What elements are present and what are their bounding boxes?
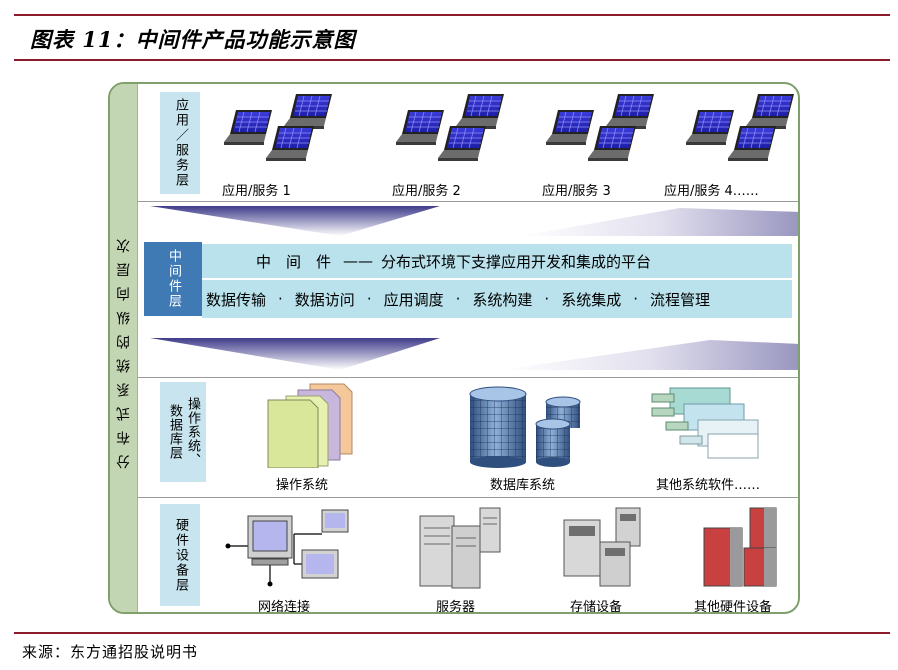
upper-flow-arrows: [150, 206, 798, 236]
function-item: 应用调度: [383, 290, 444, 309]
laptop-group-2: [395, 93, 505, 162]
side-axis-label: 分布式系统的纵向层次: [116, 229, 132, 469]
db-cylinder-small-bottom: [535, 418, 571, 467]
database-icon: [469, 386, 581, 468]
lower-flow-arrows: [150, 338, 798, 370]
application-layer-label-text: 应用／服务层: [173, 98, 188, 188]
other-software-caption: 其他系统软件……: [656, 478, 761, 493]
middleware-layer-label-text: 中间件层: [166, 249, 181, 309]
bullet-separator: ·: [455, 290, 461, 308]
os-db-layer-label: 操作系统、 数据库层: [160, 382, 206, 482]
bullet-separator: ·: [366, 290, 372, 308]
other-hardware-icon: [703, 507, 777, 587]
source-note: 来源：东方通招股说明书: [22, 643, 199, 661]
other-hardware-caption: 其他硬件设备: [694, 600, 773, 614]
function-item: 流程管理: [649, 290, 710, 309]
os-caption: 操作系统: [276, 478, 329, 493]
document-stack-icon: [267, 383, 353, 468]
application-layer-label: 应用／服务层: [160, 92, 200, 194]
function-item: 系统构建: [472, 290, 533, 309]
separator-app: [138, 201, 798, 202]
laptop-group-4: [685, 93, 795, 162]
component-icon: [651, 387, 759, 459]
os-db-label-col1: 操作系统、: [185, 397, 200, 467]
app-caption-4: 应用/服务 4……: [664, 184, 759, 199]
separator-os: [138, 497, 798, 498]
laptop-group-3: [545, 93, 655, 162]
network-icon: [225, 509, 349, 587]
up-arrow-lower: [500, 340, 798, 370]
bullet-separator: ·: [544, 290, 550, 308]
db-cylinder-large: [469, 386, 527, 468]
side-axis-strip: 分布式系统的纵向层次: [110, 84, 138, 612]
laptop-group-1: [223, 93, 333, 162]
diagram-panel: 分布式系统的纵向层次 应用／服务层: [108, 82, 800, 614]
storage-caption: 存储设备: [570, 600, 623, 614]
bullet-separator: ·: [633, 290, 638, 308]
network-caption: 网络连接: [258, 600, 311, 614]
app-caption-1: 应用/服务 1: [222, 184, 291, 199]
app-caption-2: 应用/服务 2: [392, 184, 461, 199]
middleware-title-desc: 分布式环境下支撑应用开发和集成的平台: [381, 252, 652, 271]
separator-middleware: [138, 377, 798, 378]
hardware-layer-label: 硬件设备层: [160, 504, 200, 606]
hardware-layer-label-text: 硬件设备层: [173, 517, 188, 593]
top-rule: [14, 14, 890, 16]
down-arrow-lower: [150, 338, 440, 370]
function-item: 系统集成: [561, 290, 622, 309]
figure-title: 图表 11：中间件产品功能示意图: [30, 27, 356, 52]
storage-icon: [563, 507, 641, 587]
app-caption-3: 应用/服务 3: [542, 184, 611, 199]
bullet-separator: ·: [278, 290, 283, 308]
function-item: 数据传输: [206, 290, 267, 309]
middleware-layer-label: 中间件层: [144, 242, 202, 316]
laptop-icons: [223, 93, 795, 162]
title-rule: [14, 59, 890, 61]
up-arrow-upper: [520, 208, 798, 236]
bottom-rule: [14, 632, 890, 634]
db-caption: 数据库系统: [490, 478, 556, 493]
os-db-label-col2: 数据库层: [167, 404, 182, 460]
middleware-title-dash: ——: [343, 252, 374, 270]
down-arrow-upper: [150, 206, 440, 236]
middleware-title-main: 中 间 件: [256, 252, 332, 271]
server-caption: 服务器: [436, 600, 476, 614]
middleware-title-bar: 中 间 件 —— 分布式环境下支撑应用开发和集成的平台: [202, 244, 792, 278]
server-icon: [419, 507, 501, 589]
function-item: 数据访问: [294, 290, 355, 309]
middleware-function-bar: 数据传输 · 数据访问 · 应用调度 · 系统构建 · 系统集成 · 流程管理: [202, 280, 792, 318]
